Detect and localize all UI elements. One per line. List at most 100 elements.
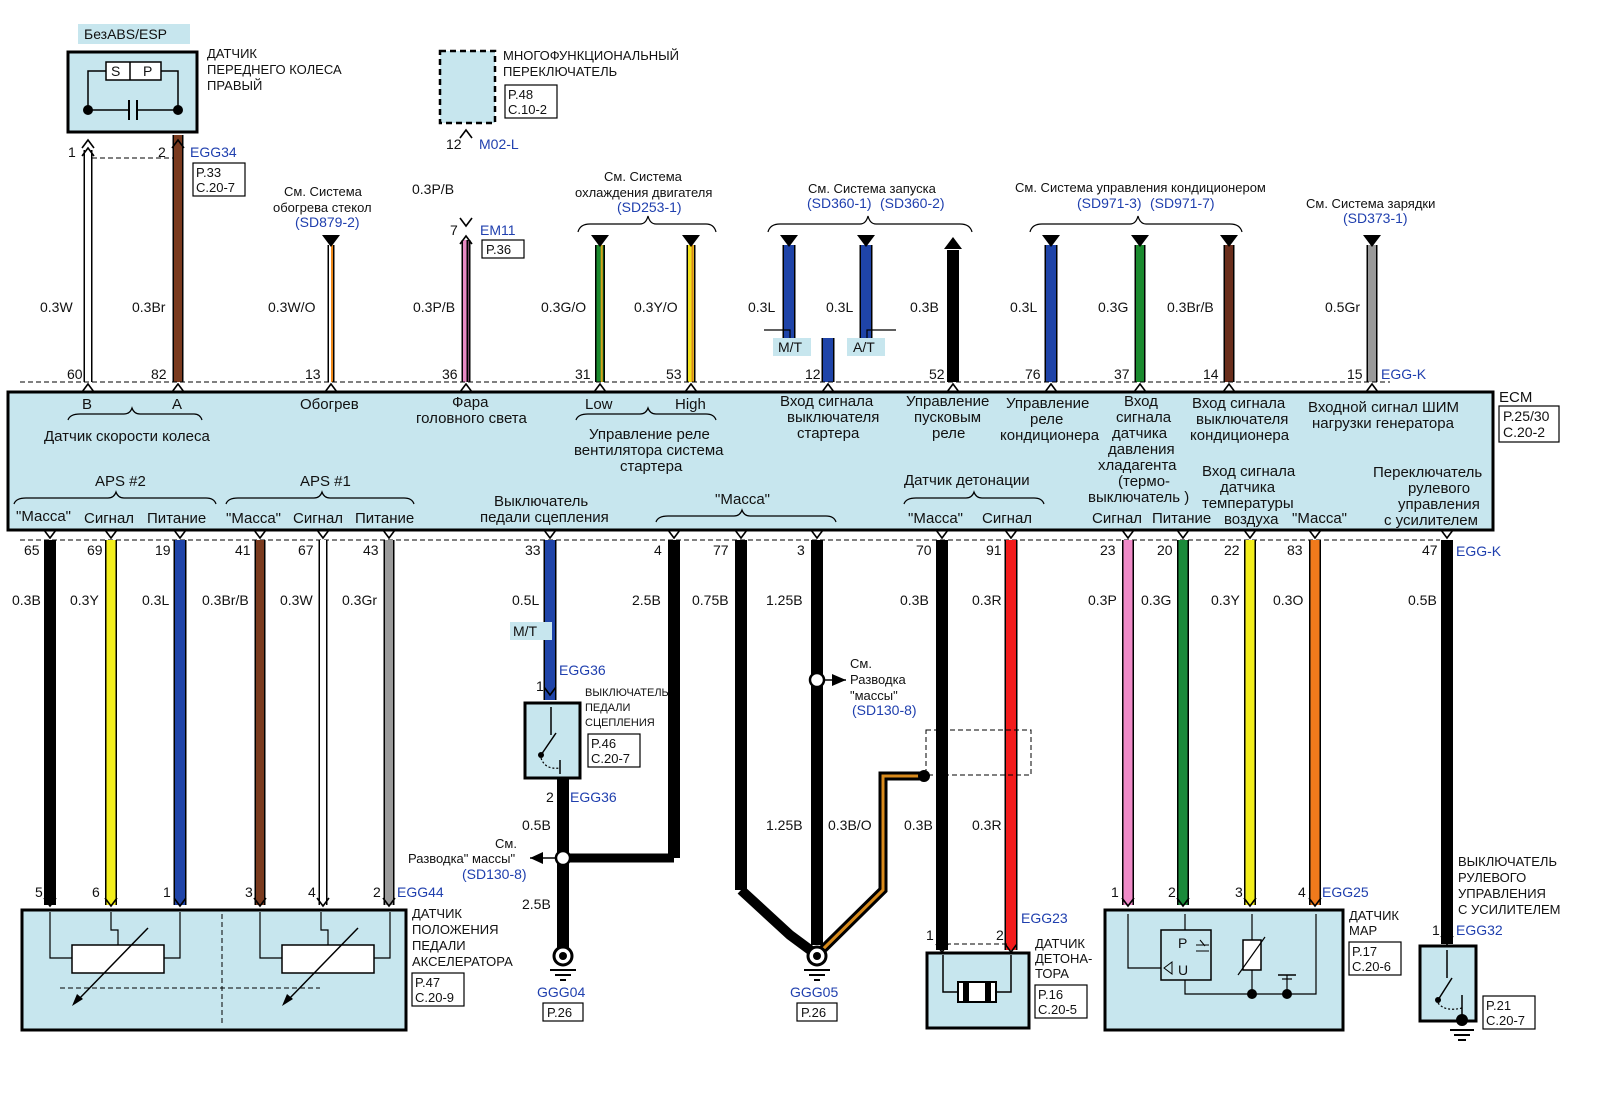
knock-wire-r-label: 0.3R bbox=[972, 817, 1002, 833]
app-pin-3: 3 bbox=[245, 884, 253, 900]
link-sd130-left[interactable]: (SD130-8) bbox=[462, 866, 527, 882]
bottom-wire-label-9: 1.25B bbox=[766, 592, 803, 608]
top-wire-label-12: 0.5Gr bbox=[1325, 299, 1360, 315]
svg-text:S: S bbox=[111, 63, 120, 79]
link-sd373[interactable]: (SD373-1) bbox=[1343, 210, 1408, 226]
app-pin-5: 5 bbox=[35, 884, 43, 900]
top-wire-label-11: 0.3Br/B bbox=[1167, 299, 1214, 315]
link-sd130-mid[interactable]: (SD130-8) bbox=[852, 702, 917, 718]
bottom-wire-label-3: 0.3Br/B bbox=[202, 592, 249, 608]
bottom-conn-arrow-14 bbox=[1243, 897, 1257, 908]
svg-text:High: High bbox=[675, 396, 706, 413]
bottom-pin-arrow-16 bbox=[1440, 529, 1454, 540]
bottom-wire-label-2: 0.3L bbox=[142, 592, 169, 608]
top-wire-label-10: 0.3G bbox=[1098, 299, 1128, 315]
bottom-pin-14: 22 bbox=[1224, 542, 1240, 558]
svg-text:Питание: Питание bbox=[1152, 510, 1211, 527]
wire-25b-label: 2.5B bbox=[522, 896, 551, 912]
top-wire-label-8: 0.3B bbox=[910, 299, 939, 315]
knock-pin-2: 2 bbox=[996, 927, 1004, 943]
link-sd971-3[interactable]: (SD971-3) bbox=[1077, 195, 1142, 211]
psps-ref: P.21 C.20-7 bbox=[1486, 998, 1525, 1028]
ggg05-wire-2: 0.3B/O bbox=[828, 817, 872, 833]
no-abs-tag: БезABS/ESP bbox=[84, 26, 167, 42]
bottom-pin-arrow-6 bbox=[543, 529, 557, 540]
ecm-block[interactable] bbox=[6, 390, 1495, 532]
ecm-label: ECM bbox=[1499, 389, 1532, 406]
see-triangle-4 bbox=[857, 235, 875, 247]
app-pot-1-arrow-line bbox=[287, 927, 359, 1001]
see-charge: См. Система зарядки bbox=[1306, 196, 1435, 211]
bottom-wire-label-13: 0.3G bbox=[1141, 592, 1171, 608]
svg-text:Обогрев: Обогрев bbox=[300, 396, 359, 413]
clutch-pedal-switch[interactable] bbox=[523, 701, 582, 780]
app-pin-2: 2 bbox=[373, 884, 381, 900]
link-sd971-7[interactable]: (SD971-7) bbox=[1150, 195, 1215, 211]
top-pin-8: 52 bbox=[929, 366, 945, 382]
starter-relay-triangle bbox=[944, 237, 962, 249]
wheel-pin-2: 2 bbox=[158, 144, 166, 160]
top-wires: 0.3W600.3Br820.3W/O130.3P/B360.3G/O310.3… bbox=[40, 128, 1381, 393]
bottom-wire-label-1: 0.3Y bbox=[70, 592, 99, 608]
shield-wire-stripe bbox=[815, 774, 924, 957]
bottom-pin-3: 41 bbox=[235, 542, 251, 558]
svg-text:Сигнал: Сигнал bbox=[84, 510, 134, 527]
bottom-wire-label-11: 0.3R bbox=[972, 592, 1002, 608]
link-sd879[interactable]: (SD879-2) bbox=[295, 214, 360, 230]
wheel-speed-sensor[interactable]: S P bbox=[66, 50, 199, 134]
egg-k-bottom: EGG-K bbox=[1456, 543, 1502, 559]
bottom-conn-arrow-4 bbox=[316, 897, 330, 908]
see-triangle-7 bbox=[1220, 235, 1238, 247]
bottom-pin-7: 4 bbox=[654, 542, 662, 558]
knock-pin-1: 1 bbox=[926, 927, 934, 943]
app-pot-2-lead-a bbox=[49, 912, 72, 959]
bottom-pin-arrow-7 bbox=[667, 529, 681, 540]
app-pin-1: 1 bbox=[163, 884, 171, 900]
top-pin-5: 53 bbox=[666, 366, 682, 382]
svg-text:A: A bbox=[172, 396, 182, 413]
top-pin-arrow-12 bbox=[1365, 382, 1379, 393]
clutch-pin1-arrow bbox=[543, 686, 557, 697]
bottom-pin-5: 43 bbox=[363, 542, 379, 558]
knock-wire-b-label: 0.3B bbox=[904, 817, 933, 833]
top-pin-6: 12 bbox=[805, 366, 821, 382]
app-sensor-title: ДАТЧИК ПОЛОЖЕНИЯ ПЕДАЛИ АКСЕЛЕРАТОРА bbox=[412, 906, 513, 969]
bottom-conn-arrow-2 bbox=[173, 897, 187, 908]
bottom-pin-arrow-9 bbox=[810, 529, 824, 540]
map-sensor[interactable] bbox=[1103, 908, 1345, 1032]
app-ref: P.47 C.20-9 bbox=[415, 975, 454, 1005]
bottom-conn-arrow-12 bbox=[1121, 897, 1135, 908]
clutch-switch-title: ВЫКЛЮЧАТЕЛЬ ПЕДАЛИ СЦЕПЛЕНИЯ bbox=[585, 687, 672, 729]
top-wire-label-6: 0.3L bbox=[748, 299, 775, 315]
svg-text:"Масса": "Масса" bbox=[908, 510, 963, 527]
bottom-pin-arrow-15 bbox=[1308, 529, 1322, 540]
power-steering-switch[interactable] bbox=[1418, 944, 1478, 1041]
top-pin-arrow-2 bbox=[324, 382, 338, 393]
link-sd360-1[interactable]: (SD360-1) bbox=[807, 195, 872, 211]
top-pin-arrow-starter bbox=[821, 382, 835, 393]
multifunction-switch[interactable] bbox=[438, 49, 497, 125]
ms-arrow-top bbox=[459, 128, 473, 139]
link-sd360-2[interactable]: (SD360-2) bbox=[880, 195, 945, 211]
ground-join-77 bbox=[737, 886, 820, 960]
app-pin-4: 4 bbox=[308, 884, 316, 900]
ground-ggg05-dot bbox=[813, 952, 821, 960]
egg23-connector: EGG23 bbox=[1021, 910, 1068, 926]
clutch-ref: P.46 C.20-7 bbox=[591, 736, 630, 766]
wheel-sensor-title: ДАТЧИК ПЕРЕДНЕГО КОЛЕСА ПРАВЫЙ bbox=[207, 46, 345, 93]
bottom-pin-11: 91 bbox=[986, 542, 1002, 558]
at-label-top: A/T bbox=[853, 339, 875, 355]
see-triangle-6 bbox=[1131, 235, 1149, 247]
shield-node bbox=[918, 770, 930, 782]
top-pin-12: 15 bbox=[1347, 366, 1363, 382]
wheel-pin1-arrow-a bbox=[81, 138, 95, 149]
knock-sensor[interactable] bbox=[925, 951, 1031, 1030]
bottom-pin-16: 47 bbox=[1422, 542, 1438, 558]
top-pin-arrow-4 bbox=[593, 382, 607, 393]
link-sd253[interactable]: (SD253-1) bbox=[617, 199, 682, 215]
